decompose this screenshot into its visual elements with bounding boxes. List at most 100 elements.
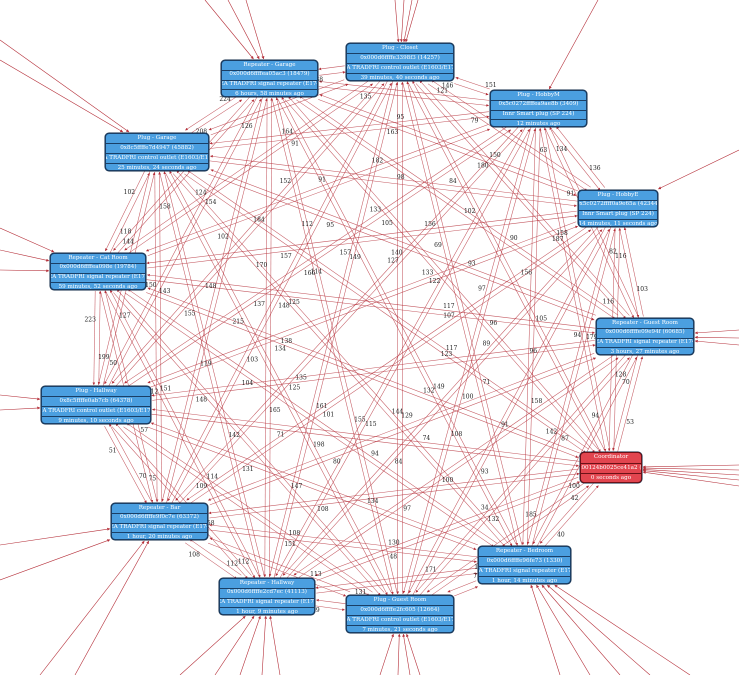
link-quality-label: 87 — [561, 435, 569, 442]
link-bedroom-to-hobbyM — [527, 127, 542, 546]
link-guestrep-to-coord — [612, 355, 638, 451]
link-hobbyM-to-hallway — [124, 125, 509, 384]
link-quality-label: 34 — [481, 504, 489, 511]
link-hobbyM-to-pgarage — [209, 111, 489, 145]
link-quality-label: 114 — [207, 473, 219, 480]
link-coord-to-rgarage — [288, 96, 599, 450]
link-guestplug-to-catroom — [116, 289, 385, 593]
link-rhallway-to-catroom — [109, 289, 260, 577]
external-link-closet — [394, 0, 400, 43]
device-last-seen: 9 minutes, 10 seconds ago — [42, 416, 150, 423]
link-hobbyM-to-guestplug — [402, 127, 532, 594]
link-hallway-to-guestrep — [152, 344, 596, 401]
link-quality-label: 185 — [525, 512, 537, 519]
device-name: Repeater - Hallway — [239, 579, 295, 586]
link-guestplug-to-hobbyM — [407, 128, 537, 595]
link-quality-label: 133 — [370, 206, 382, 213]
device-last-seen: 14 minutes, 11 seconds ago — [579, 219, 657, 226]
link-guestrep-to-hobbyE — [623, 227, 644, 317]
link-quality-label: 69 — [434, 242, 442, 249]
link-quality-label: 184 — [253, 216, 265, 223]
device-address: 0x00124b0025ce41a2 (0) — [581, 462, 641, 474]
link-coord-to-guestplug — [426, 481, 586, 593]
link-rhallway-to-bar — [189, 538, 242, 576]
device-address: 0x000d6ffffea05ac3 (18479) — [222, 69, 317, 80]
link-coord-to-rhallway — [314, 476, 579, 577]
link-hobbyE-to-pgarage — [210, 155, 578, 202]
link-guestrep-to-rgarage — [299, 95, 619, 316]
link-hobbyE-to-hallway — [147, 221, 577, 384]
link-quality-label: 70 — [139, 473, 147, 480]
link-quality-label: 108 — [188, 551, 200, 558]
link-rhallway-to-closet — [273, 82, 398, 578]
link-quality-label: 122 — [429, 278, 441, 285]
link-quality-label: 156 — [521, 270, 533, 277]
link-quality-label: 135 — [360, 93, 372, 100]
link-quality-label: 118 — [120, 229, 132, 236]
link-quality-label: 117 — [443, 303, 455, 310]
device-name: Plug - HobbyE — [597, 191, 639, 198]
link-quality-label: 91 — [318, 176, 326, 183]
link-quality-label: 70 — [622, 379, 630, 386]
link-quality-label: 95 — [326, 222, 334, 229]
link-bedroom-to-pgarage — [176, 170, 509, 544]
link-bedroom-to-coord — [544, 485, 599, 547]
external-link-hobbyM — [548, 0, 599, 90]
link-quality-label: 161 — [316, 403, 327, 410]
link-guestplug-to-guestrep — [419, 357, 630, 596]
link-quality-label: 135 — [295, 375, 307, 382]
link-quality-label: 128 — [615, 372, 627, 379]
link-quality-label: 156 — [424, 221, 436, 228]
link-hobbyM-to-closet — [455, 77, 490, 90]
device-model: IKEA TRADFRI signal repeater (E1746) — [222, 79, 317, 90]
external-link-coord — [642, 471, 739, 487]
device-last-seen: 6 hours, 58 minutes ago — [222, 89, 317, 96]
link-rhallway-to-hobbyM — [279, 128, 530, 579]
link-hallway-to-rgarage — [108, 98, 262, 387]
external-link-hobbyE — [658, 149, 739, 190]
external-link-bar — [74, 540, 150, 675]
link-quality-label: 112 — [238, 558, 250, 565]
link-quality-label: 127 — [387, 258, 399, 265]
link-closet-to-rgarage — [318, 65, 345, 71]
link-pgarage-to-hobbyM — [210, 115, 490, 149]
device-model: Innr Smart plug (SP 224) — [491, 109, 586, 120]
link-quality-label: 50 — [109, 360, 117, 367]
link-hobbyE-to-guestplug — [408, 226, 606, 594]
device-address: 0x000d6ffffe3398f3 (14257) — [347, 53, 453, 63]
link-pgarage-to-rgarage — [189, 99, 243, 135]
link-quality-label: 112 — [301, 221, 313, 228]
link-quality-label: 151 — [284, 541, 295, 548]
external-link-catroom — [0, 227, 55, 253]
link-quality-label: 179 — [586, 334, 598, 341]
link-guestrep-to-hallway — [151, 340, 595, 397]
link-quality-label: 108 — [451, 431, 463, 438]
link-guestrep-to-closet — [419, 80, 630, 316]
link-quality-label: 134 — [556, 146, 568, 153]
link-quality-label: 105 — [536, 315, 548, 322]
link-quality-label: 80 — [333, 459, 341, 466]
link-bedroom-to-rhallway — [315, 567, 477, 589]
link-quality-label: 157 — [280, 253, 292, 260]
external-link-pgarage — [0, 59, 124, 133]
link-closet-to-hallway — [111, 80, 381, 384]
link-guestplug-to-hallway — [126, 422, 373, 593]
link-quality-label: 150 — [489, 152, 501, 159]
device-last-seen: 1 hour, 14 minutes ago — [479, 576, 570, 583]
link-quality-label: 131 — [242, 466, 253, 473]
link-rgarage-to-hallway — [104, 96, 258, 385]
link-guestrep-to-catroom — [147, 273, 596, 329]
